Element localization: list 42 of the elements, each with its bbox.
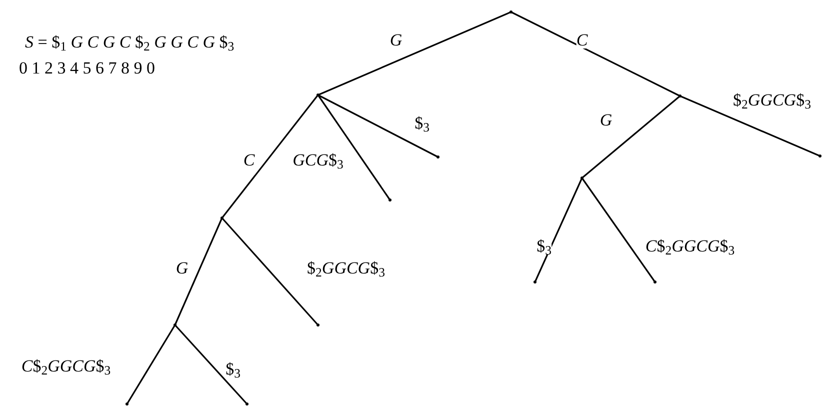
tree-edge: [680, 95, 820, 157]
tree-edge: [534, 178, 583, 282]
tree-node-point: [174, 324, 176, 326]
edge-label: C$$_{2}$GGCG$$_{3}$: [21, 358, 111, 374]
edge-label: G: [176, 260, 188, 276]
edge-label: $$_{2}$GGCG$$_{3}$: [733, 92, 811, 108]
edge-label: $$_{2}$GGCG$$_{3}$: [307, 260, 385, 276]
tree-node-point: [126, 402, 128, 406]
tree-edge: [174, 218, 223, 326]
tree-node-point: [654, 280, 656, 284]
tree-edge: [221, 94, 319, 218]
tree-edge: [221, 217, 319, 326]
tree-node-point: [436, 156, 440, 158]
tree-node-point: [388, 198, 392, 202]
edge-label: GCG$$_{3}$: [292, 152, 344, 168]
tree-node-point: [510, 10, 512, 14]
tree-node-point: [534, 280, 536, 284]
tree-node-point: [220, 216, 224, 220]
tree-edge: [581, 95, 681, 179]
position-index-row: 0 1 2 3 4 5 6 7 8 9 0: [19, 60, 155, 76]
edge-label: C: [576, 32, 588, 48]
tree-edge: [581, 178, 656, 282]
tree-edge: [318, 11, 512, 96]
tree-edge: [317, 94, 391, 200]
tree-edge: [318, 94, 438, 158]
edge-label: C: [243, 152, 255, 168]
edge-label: $$_{3}$: [536, 238, 552, 254]
tree-node-point: [316, 94, 320, 96]
edge-label: $$_{3}$: [414, 114, 430, 132]
string-definition: S = $$_{1}$ G C G C $$_{2}$ G G C G $$_{3}$: [25, 34, 234, 50]
tree-node-point: [818, 154, 822, 158]
edge-label: C$$_{2}$GGCG$$_{3}$: [645, 238, 735, 254]
edge-label: G: [600, 112, 612, 128]
edge-label: G: [390, 32, 402, 48]
tree-node-point: [678, 94, 682, 98]
tree-edge: [510, 11, 680, 97]
tree-node-point: [316, 324, 320, 326]
tree-node-point: [580, 176, 584, 180]
tree-edge: [126, 324, 176, 404]
tree-node-point: [246, 402, 248, 406]
edge-label: $$_{3}$: [226, 360, 240, 378]
tree-edge: [174, 324, 248, 405]
